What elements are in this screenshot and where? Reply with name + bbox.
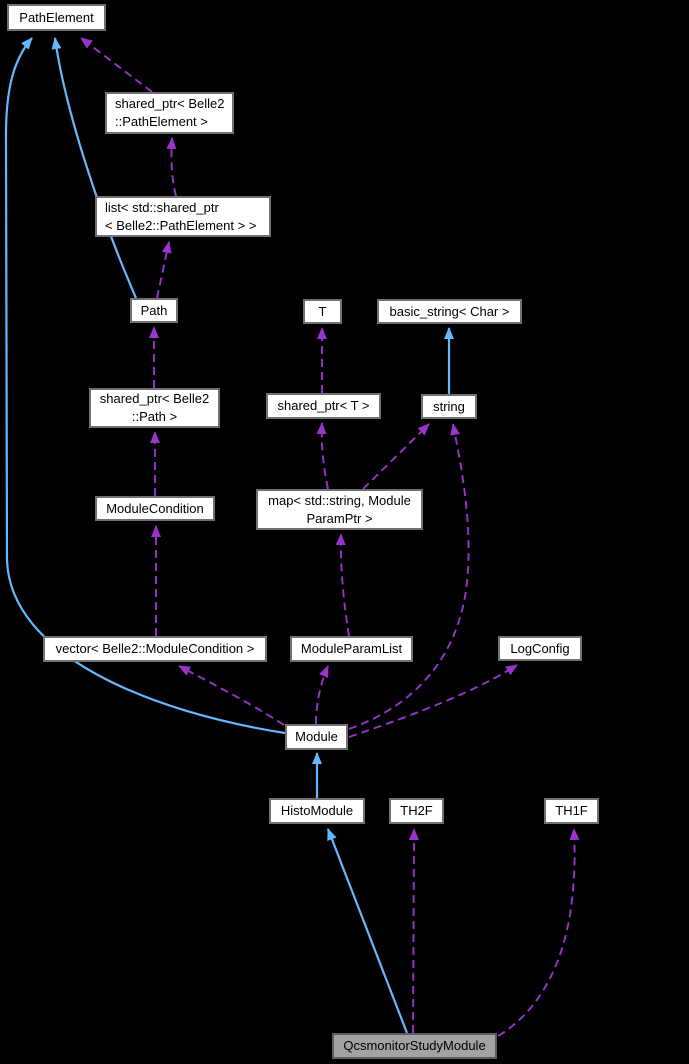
node-qcsmonitor-study-module: QcsmonitorStudyModule [332,1033,497,1059]
edge-module-to-string [348,423,470,730]
node-label: TH2F [400,803,433,819]
node-label: ::PathElement > [115,114,208,129]
node-pathelement[interactable]: PathElement [7,4,106,31]
node-label: shared_ptr< Belle2 [99,391,210,407]
node-label: T [318,303,327,319]
node-histo-module[interactable]: HistoModule [269,798,365,824]
edge-module-to-moduleparamlist [315,665,329,725]
node-label: shared_ptr< Belle2 [115,96,225,112]
edge-qcsmonitor-to-th1f [497,828,580,1037]
node-label: PathElement [19,9,94,25]
edge-sharedptr-pathelement-to-pathelement [80,37,153,93]
node-label: basic_string< Char > [389,303,510,319]
node-shared-ptr-path[interactable]: shared_ptr< Belle2 ::Path > [89,388,220,428]
node-label: Path [140,302,168,318]
node-label: Module [295,729,338,745]
edge-qcsmonitor-inherits-histomodule [326,828,409,1034]
node-label: map< std::string, Module [268,492,411,508]
node-label: ModuleParamList [300,641,403,657]
node-label: ParamPtr > [306,510,373,526]
node-t[interactable]: T [303,299,342,324]
edge-map-to-sharedptr-t [316,422,329,490]
node-string[interactable]: string [421,394,477,419]
node-module-param-list[interactable]: ModuleParamList [290,636,413,662]
node-label: TH1F [555,803,588,819]
node-label: vector< Belle2::ModuleCondition > [55,641,255,657]
edge-module-inherits-pathelement [4,37,286,735]
node-shared-ptr-pathelement[interactable]: shared_ptr< Belle2 ::PathElement > [105,92,234,134]
node-log-config[interactable]: LogConfig [498,636,582,661]
node-vector-module-condition[interactable]: vector< Belle2::ModuleCondition > [43,636,267,662]
edge-moduleparamlist-to-map [335,533,350,637]
node-th1f[interactable]: TH1F [544,798,599,824]
node-label: QcsmonitorStudyModule [343,1038,486,1054]
node-label: HistoModule [280,803,354,819]
edge-path-to-list [156,241,172,299]
node-shared-ptr-t[interactable]: shared_ptr< T > [266,393,381,419]
edge-qcsmonitor-to-th2f [408,828,419,1034]
edge-map-to-string [362,423,430,490]
edge-list-to-sharedptr-pathelement [166,137,177,197]
node-module[interactable]: Module [285,724,348,750]
node-list-shared-ptr[interactable]: list< std::shared_ptr < Belle2::PathElem… [95,196,271,237]
node-label: list< std::shared_ptr [105,199,219,215]
node-module-condition[interactable]: ModuleCondition [95,496,215,521]
edge-module-to-logconfig [348,664,518,738]
node-label: ::Path > [131,409,178,424]
edge-path-inherits-pathelement [51,37,138,299]
node-basic-string[interactable]: basic_string< Char > [377,299,522,324]
node-label: shared_ptr< T > [277,398,370,414]
edge-module-to-vector [178,665,285,726]
node-label: < Belle2::PathElement > > [105,217,257,233]
node-path[interactable]: Path [130,298,178,323]
node-label: string [433,398,465,414]
node-map-module-param-ptr[interactable]: map< std::string, Module ParamPtr > [256,489,423,530]
node-label: ModuleCondition [106,500,204,516]
node-label: LogConfig [510,640,570,656]
node-th2f[interactable]: TH2F [389,798,444,824]
